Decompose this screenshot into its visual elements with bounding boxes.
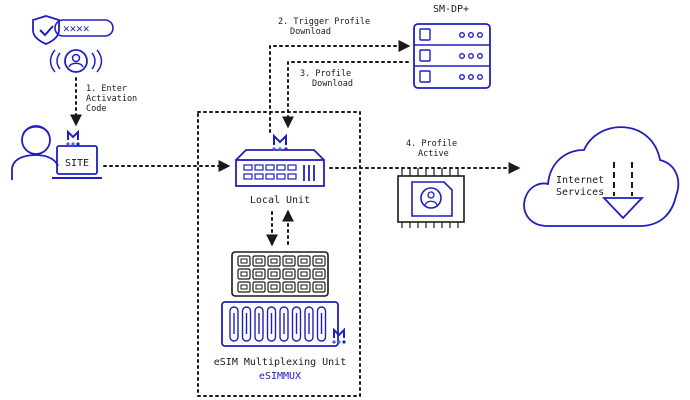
step4-label-line1: 4. Profile: [406, 139, 457, 149]
sim-rack-slot: [316, 306, 327, 342]
sim-tray-slot: [312, 268, 326, 280]
internet-label-line1: Internet: [556, 175, 604, 186]
sim-rack-icon: [221, 301, 339, 347]
sim-tray-slot: [267, 255, 281, 267]
mux-brand-label: eSIMMUX: [259, 371, 301, 382]
brand-logo-icon: [66, 129, 80, 146]
internet-label-line2: Services: [556, 187, 604, 198]
svg-text:4. Profile Active: 4. Profile Active: [406, 139, 462, 159]
cloud-download-icon: [523, 126, 680, 227]
sim-tray-slot: [282, 255, 296, 267]
sim-tray-slot: [252, 268, 266, 280]
sim-tray-icon: [231, 251, 329, 297]
shield-password-icon: ✕✕✕✕: [32, 15, 114, 45]
sim-rack-slot: [291, 306, 302, 342]
user-wireless-icon: [49, 49, 103, 73]
step1-label-line3: Code: [86, 104, 106, 114]
sim-tray-slot: [267, 268, 281, 280]
local-site-boundary: [197, 111, 361, 397]
sim-tray-slot: [237, 255, 251, 267]
sim-tray-slot: [297, 255, 311, 267]
sim-rack-slot: [266, 306, 277, 342]
sim-tray-slot: [312, 281, 326, 293]
step3-label-line1: 3. Profile: [300, 69, 351, 79]
sim-rack-slot: [241, 306, 252, 342]
sim-tray-slot: [297, 281, 311, 293]
router-icon: [235, 149, 325, 187]
svg-text:Internet Services: Internet Services: [556, 175, 610, 198]
sim-tray-slot: [252, 255, 266, 267]
svg-text:2. Trigger Profile Downloa: 2. Trigger Profile Download: [278, 17, 375, 37]
sim-tray-slot: [312, 255, 326, 267]
sim-rack-slot: [279, 306, 289, 342]
server-icon: [413, 23, 491, 89]
sim-tray-slot: [282, 281, 296, 293]
local-unit-label: Local Unit: [250, 195, 310, 206]
sim-tray-slot: [237, 281, 251, 293]
flow-arrow-profile-download: [282, 61, 409, 129]
brand-logo-icon: [332, 327, 346, 344]
step4-label-line2: Active: [418, 149, 449, 159]
smdp-label: SM-DP+: [433, 4, 469, 15]
sim-tray-slot: [267, 281, 281, 293]
sim-tray-slot: [237, 268, 251, 280]
mux-title-label: eSIM Multiplexing Unit: [214, 357, 346, 368]
svg-text:3. Profile Download: 3. Profile Download: [300, 69, 356, 89]
sim-tray-slot: [252, 281, 266, 293]
step1-label-line2: Activation: [86, 94, 137, 104]
technician-laptop-icon: SITE: [11, 125, 102, 180]
sim-card-icon: [397, 168, 465, 228]
svg-text:✕✕✕✕: ✕✕✕✕: [63, 22, 90, 35]
sim-tray-slot: [282, 268, 296, 280]
svg-text:1. Enter Activation Co: 1. Enter Activation Code: [86, 84, 142, 114]
step2-label-line2: Download: [290, 27, 331, 37]
sim-rack-slot: [229, 306, 239, 342]
sim-rack-slot: [304, 306, 314, 342]
step3-label-line2: Download: [312, 79, 353, 89]
sim-tray-slot: [297, 268, 311, 280]
flow-arrow-trigger-download: [269, 40, 411, 133]
step1-label-line1: 1. Enter: [86, 84, 127, 94]
step2-label-line1: 2. Trigger Profile: [278, 17, 370, 27]
site-label: SITE: [65, 158, 89, 169]
sim-rack-slot: [254, 306, 264, 342]
brand-logo-icon: [272, 133, 288, 151]
